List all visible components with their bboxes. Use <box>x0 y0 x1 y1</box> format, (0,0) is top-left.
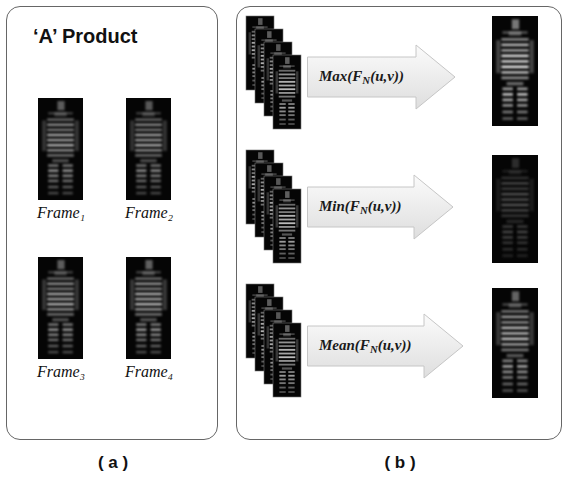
max-image <box>492 16 538 126</box>
text-run: F <box>360 337 370 353</box>
frame-label: Frame₁ <box>37 203 85 222</box>
text-run: N <box>370 343 378 355</box>
frame-image <box>126 98 171 200</box>
operation-arrow: Max(FN(u,v)) <box>307 44 456 110</box>
text-run: a <box>339 337 347 353</box>
text-run: M <box>319 337 332 353</box>
frame-label: Frame₄ <box>125 362 173 381</box>
text-run: ( <box>368 198 373 214</box>
text-run: ( <box>345 198 350 214</box>
text-run: ) <box>394 68 399 84</box>
frame-image <box>38 257 83 359</box>
text-run: ) <box>401 337 406 353</box>
arrow-body <box>308 45 456 109</box>
operation-label: Mean(FN(u,v)) <box>319 336 411 356</box>
text-run: M <box>319 198 332 214</box>
frame-stack <box>246 284 301 397</box>
arrow-body <box>308 175 454 239</box>
text-run: v <box>385 198 392 214</box>
text-run: , <box>381 198 385 214</box>
text-run: v <box>387 68 394 84</box>
text-run: ( <box>355 337 360 353</box>
text-run: u <box>375 68 383 84</box>
text-run: e <box>332 337 339 353</box>
text-run: ( <box>370 68 375 84</box>
operation-label: Max(FN(u,v)) <box>319 67 404 87</box>
text-run: a <box>332 68 340 84</box>
frame-stack <box>246 16 301 129</box>
frame-stack <box>246 150 301 263</box>
text-run: u <box>373 198 381 214</box>
panel-caption: ( a ) <box>98 453 128 473</box>
frame-label: Frame₃ <box>37 362 85 381</box>
text-run: , <box>391 337 395 353</box>
operation-label: Min(FN(u,v)) <box>319 197 401 217</box>
text-run: u <box>383 337 391 353</box>
text-run: F <box>352 68 362 84</box>
mean-image <box>492 288 538 398</box>
text-run: ) <box>391 198 396 214</box>
panel-frame: ( b )Max(FN(u,v))Min(FN(u,v))Mean(FN(u,v… <box>236 6 562 440</box>
text-run: ) <box>406 337 411 353</box>
text-run: x <box>340 68 348 84</box>
text-run: , <box>384 68 388 84</box>
min-image <box>492 155 538 263</box>
text-run: ( <box>347 68 352 84</box>
text-run: n <box>347 337 355 353</box>
frame-image <box>38 98 83 200</box>
operation-arrow: Mean(FN(u,v)) <box>307 313 464 379</box>
text-run: i <box>332 198 336 214</box>
arrow-body <box>308 314 464 378</box>
panel-heading: ‘A’ Product <box>33 24 137 48</box>
text-run: v <box>395 337 402 353</box>
frame-label: Frame₂ <box>125 203 173 222</box>
text-run: F <box>350 198 360 214</box>
frame-image <box>126 257 171 359</box>
operation-arrow: Min(FN(u,v)) <box>307 174 454 240</box>
text-run: ) <box>396 198 401 214</box>
panel-caption: ( b ) <box>384 453 415 473</box>
text-run: ( <box>378 337 383 353</box>
text-run: ) <box>399 68 404 84</box>
text-run: N <box>362 74 370 86</box>
text-run: M <box>319 68 332 84</box>
text-run: n <box>337 198 345 214</box>
text-run: N <box>360 204 368 216</box>
